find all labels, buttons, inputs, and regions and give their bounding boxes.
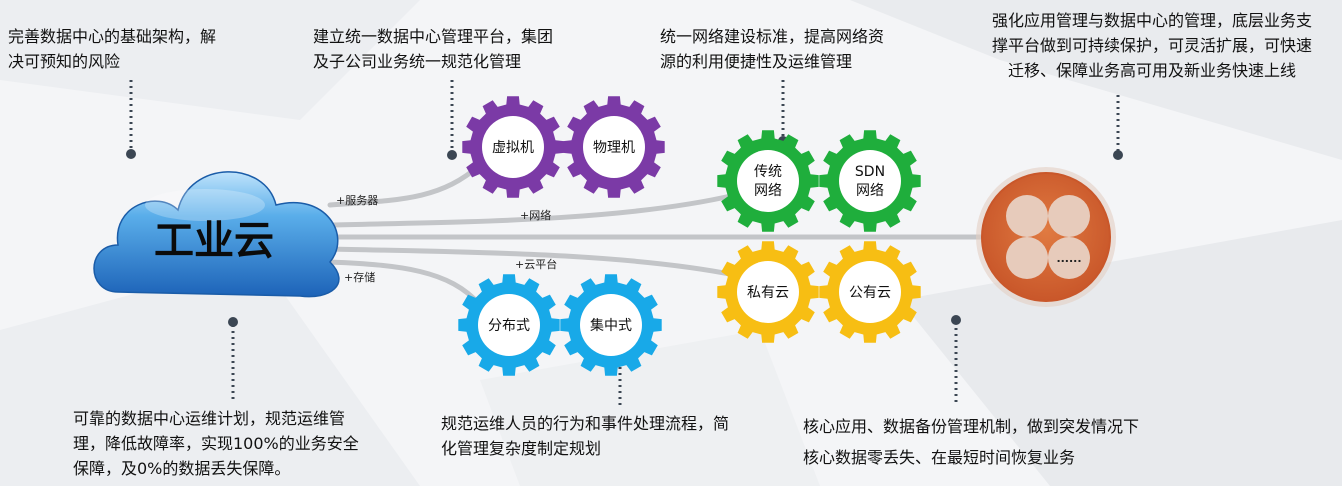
gear-center xyxy=(478,294,540,356)
svg-text:私有云: 私有云 xyxy=(747,285,789,301)
gear-physical-machine: 物理机 xyxy=(563,96,665,198)
gear-distributed: 分布式 xyxy=(458,274,560,376)
link-label-network: +网络 xyxy=(520,208,551,222)
gear-centralized: 集中式 xyxy=(560,274,662,376)
line-storage xyxy=(327,259,483,308)
annotation-unified-platform: 建立统一数据中心管理平台，集团 及子公司业务统一规范化管理 xyxy=(313,27,554,71)
gear-center xyxy=(580,294,642,356)
gear-center xyxy=(737,261,799,323)
cloud-shape: 工业云 xyxy=(93,171,340,298)
svg-text:公有云: 公有云 xyxy=(849,285,891,301)
gear-private-cloud: 私有云 xyxy=(717,241,819,343)
gear-center xyxy=(482,116,544,178)
annotation-operation-plan: 可靠的数据中心运维计划，规范运维管 理，降低故障率，实现100%的业务安全 保障… xyxy=(73,409,359,478)
annotation-backup: 核心应用、数据备份管理机制，做到突发情况下 核心数据零丢失、在最短时间恢复业务 xyxy=(803,417,1140,467)
gear-virtual-machine: 虚拟机 xyxy=(462,96,564,198)
gear-center xyxy=(583,116,645,178)
target-pod-3 xyxy=(1006,237,1048,279)
svg-text:传统: 传统 xyxy=(754,164,782,180)
svg-text:网络: 网络 xyxy=(856,183,884,199)
svg-text:网络: 网络 xyxy=(754,183,782,199)
connectors xyxy=(129,80,1120,405)
cloud-label: 工业云 xyxy=(154,218,274,264)
target-pod-2 xyxy=(1048,195,1090,237)
gear-center xyxy=(839,261,901,323)
line-cloud-platform xyxy=(327,246,738,278)
target-circle: ...... xyxy=(976,167,1116,307)
svg-text:集中式: 集中式 xyxy=(590,317,632,334)
link-label-servers: +服务器 xyxy=(336,194,378,207)
target-pod-1 xyxy=(1006,195,1048,237)
annotation-application-management: 强化应用管理与数据中心的管理，底层业务支 撑平台做到可持续保护，可灵活扩展，可快… xyxy=(991,11,1312,80)
svg-text:虚拟机: 虚拟机 xyxy=(492,140,534,156)
target-pod-more: ...... xyxy=(1056,252,1081,265)
annotation-infrastructure: 完善数据中心的基础架构，解 决可预知的风险 xyxy=(8,27,217,71)
annotation-network-standard: 统一网络建设标准，提高网络资 源的利用便捷性及运维管理 xyxy=(660,27,885,71)
gear-public-cloud: 公有云 xyxy=(819,241,921,343)
line-network xyxy=(327,192,738,228)
gear-center xyxy=(839,150,901,212)
target-pod-4 xyxy=(1048,237,1090,279)
flow-lines xyxy=(327,162,988,308)
link-label-storage: +存储 xyxy=(344,270,375,284)
svg-text:SDN: SDN xyxy=(855,164,885,180)
gear-sdn-network: SDN 网络 xyxy=(819,130,921,232)
annotation-operator-behavior: 规范运维人员的行为和事件处理流程，简 化管理复杂度制定规划 xyxy=(441,414,730,458)
gear-traditional-network: 传统 网络 xyxy=(717,130,819,232)
svg-text:物理机: 物理机 xyxy=(593,140,635,156)
link-label-cloud-platform: +云平台 xyxy=(515,257,557,271)
gear-center xyxy=(737,150,799,212)
line-servers xyxy=(327,162,483,208)
svg-text:分布式: 分布式 xyxy=(488,318,530,334)
